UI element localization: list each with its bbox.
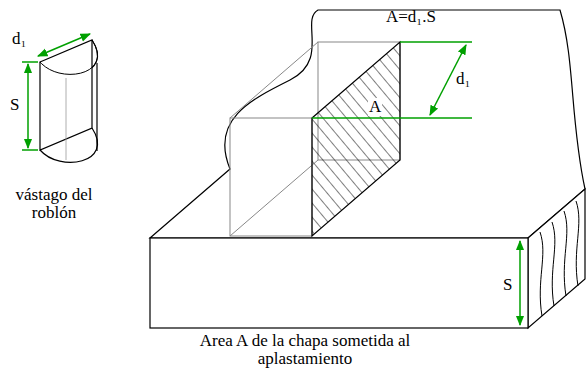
- dimension-label: S: [503, 276, 512, 294]
- dimension-label: d₁: [456, 70, 470, 88]
- area-label: A: [368, 98, 382, 116]
- crushed-area: [312, 42, 400, 236]
- crushing-block: [230, 42, 400, 236]
- caption: Area A de la chapa sometida al aplastami…: [175, 332, 435, 368]
- dimension-label: S: [10, 96, 19, 114]
- part-name: vástago del roblón: [6, 186, 102, 222]
- dimension-label: d₁: [12, 30, 26, 48]
- plate: [150, 10, 585, 328]
- rivet-shank: [40, 40, 98, 162]
- formula-label: A=d₁.S: [386, 8, 436, 26]
- plate-dimensions: [312, 42, 520, 325]
- rivet-dimensions: [22, 34, 90, 150]
- plate-break-lines: [540, 201, 579, 316]
